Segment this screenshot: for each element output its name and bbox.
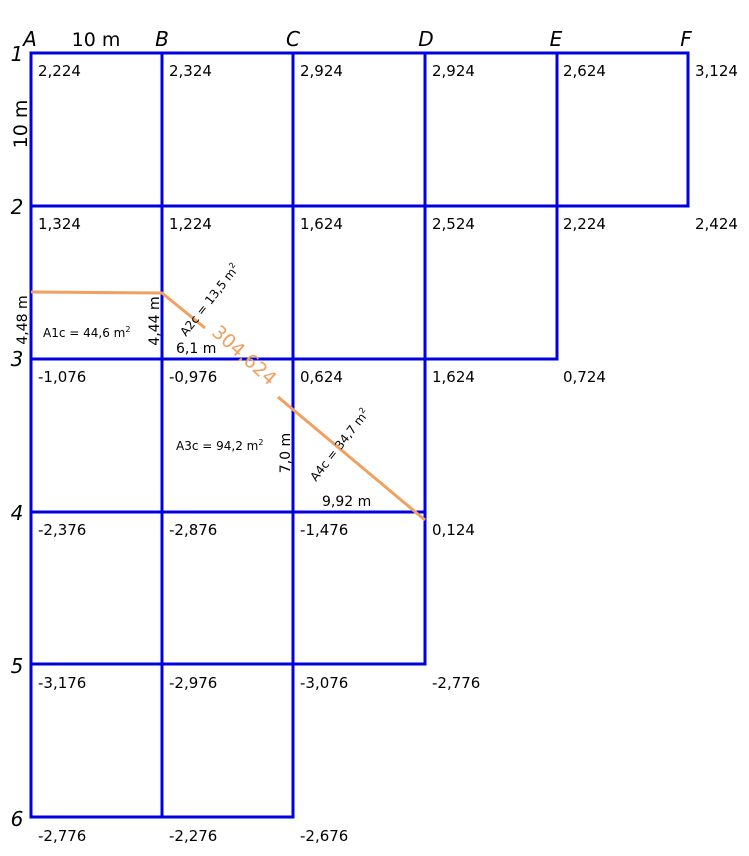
elevation-value: 0,124 xyxy=(432,521,475,539)
elevations-row-1: 2,224 2,324 2,924 2,924 2,624 3,124 xyxy=(38,62,738,80)
column-label: D xyxy=(418,27,433,51)
dimension-label: 4,48 m xyxy=(15,295,31,344)
elevation-value: -2,776 xyxy=(432,674,480,692)
elevation-value: 0,624 xyxy=(300,368,343,386)
elevation-value: -2,676 xyxy=(300,827,348,845)
elevation-value: -1,076 xyxy=(38,368,86,386)
area-name: A1c = 44,6 m xyxy=(43,326,125,340)
elevation-value: -2,376 xyxy=(38,521,86,539)
column-label: B xyxy=(155,27,169,51)
area-unit-sup: 2 xyxy=(125,325,130,334)
elevation-value: 2,424 xyxy=(695,215,738,233)
dimension-label: 9,92 m xyxy=(322,494,371,510)
area-label: A3c = 94,2 m2 xyxy=(176,438,263,453)
contour-line xyxy=(30,290,206,330)
column-label: F xyxy=(680,27,692,51)
elevation-value: 2,624 xyxy=(563,62,606,80)
elevation-value: 2,224 xyxy=(563,215,606,233)
elevations-row-6: -2,776 -2,276 -2,676 xyxy=(38,827,348,845)
elevation-value: 1,624 xyxy=(432,368,475,386)
area-unit-sup: 2 xyxy=(227,261,237,271)
elevation-value: 2,224 xyxy=(38,62,81,80)
column-label: C xyxy=(286,27,300,51)
area-label: A1c = 44,6 m2 xyxy=(43,325,130,340)
row-label: 5 xyxy=(11,654,24,678)
grid-lines xyxy=(29,51,690,819)
row-label: 1 xyxy=(11,42,24,66)
contour-label: 304,624 xyxy=(207,321,280,390)
elevation-value: -2,976 xyxy=(169,674,217,692)
scale-vertical: 10 m xyxy=(10,100,32,149)
area-label: A2c = 13,5 m2 xyxy=(177,261,243,339)
elevations-row-2: 1,324 1,224 1,624 2,524 2,224 2,424 xyxy=(38,215,738,233)
row-labels: 1 2 3 4 5 6 xyxy=(11,42,24,831)
elevation-value: -1,476 xyxy=(300,521,348,539)
dimension-label: 4,44 m xyxy=(147,296,163,345)
elevation-value: -0,976 xyxy=(169,368,217,386)
contour-line-lower xyxy=(277,395,426,522)
elevation-value: 2,324 xyxy=(169,62,212,80)
elevation-value: -2,876 xyxy=(169,521,217,539)
row-label: 4 xyxy=(11,501,24,525)
dimension-label: 6,1 m xyxy=(176,341,216,357)
row-label: 6 xyxy=(11,807,24,831)
elevation-value: -3,076 xyxy=(300,674,348,692)
column-label: E xyxy=(550,27,563,51)
dimension-label: 7,0 m xyxy=(278,433,294,473)
elevation-value: 2,524 xyxy=(432,215,475,233)
column-labels: A B C D E F xyxy=(21,27,692,51)
elevations-row-3: -1,076 -0,976 0,624 1,624 0,724 xyxy=(38,368,606,386)
elevations-row-5: -3,176 -2,976 -3,076 -2,776 xyxy=(38,674,480,692)
area-label: A4c = 34,7 m2 xyxy=(307,406,373,484)
column-label: A xyxy=(21,27,37,51)
elevation-value: -2,776 xyxy=(38,827,86,845)
elevation-value: 2,924 xyxy=(432,62,475,80)
scale-horizontal: 10 m xyxy=(72,29,121,51)
area-unit-sup: 2 xyxy=(357,406,367,416)
elevation-value: 3,124 xyxy=(695,62,738,80)
elevation-value: 1,624 xyxy=(300,215,343,233)
elevation-value: 1,224 xyxy=(169,215,212,233)
row-label: 3 xyxy=(11,347,24,371)
elevation-value: 1,324 xyxy=(38,215,81,233)
grid-outline xyxy=(29,51,690,819)
elevation-value: 0,724 xyxy=(563,368,606,386)
area-name: A3c = 94,2 m xyxy=(176,439,258,453)
elevations-row-4: -2,376 -2,876 -1,476 0,124 xyxy=(38,521,475,539)
area-unit-sup: 2 xyxy=(258,438,263,447)
row-label: 2 xyxy=(11,195,24,219)
elevation-value: 2,924 xyxy=(300,62,343,80)
elevation-value: -2,276 xyxy=(169,827,217,845)
area-name: A4c = 34,7 m xyxy=(307,410,369,484)
elevation-value: -3,176 xyxy=(38,674,86,692)
